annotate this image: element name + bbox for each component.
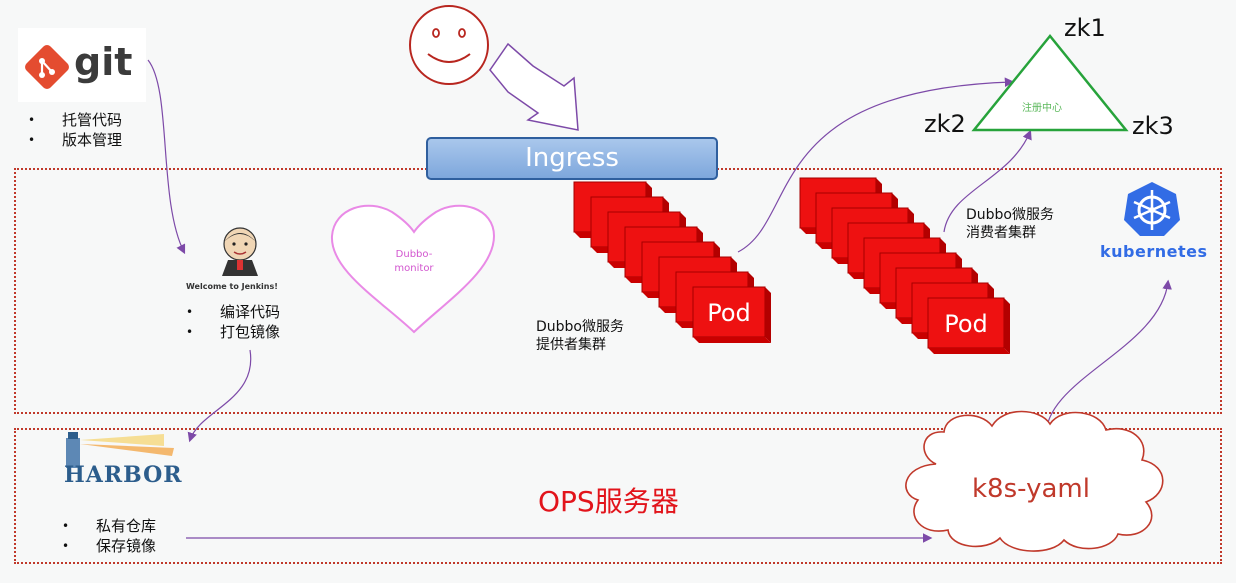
registry-center-label: 注册中心 bbox=[1022, 103, 1062, 114]
k8s-yaml-label: k8s-yaml bbox=[972, 474, 1090, 504]
kubernetes-logo: kubernetes bbox=[1096, 178, 1208, 268]
pod-card: Pod bbox=[927, 297, 1010, 354]
kubernetes-helm-icon bbox=[1124, 182, 1180, 236]
arrow-git-to-jenkins bbox=[147, 59, 186, 255]
harbor-logo-text: HARBOR bbox=[64, 462, 183, 488]
consumer-cluster-label: Dubbo微服务 消费者集群 bbox=[966, 206, 1054, 242]
list-item: 打包镜像 bbox=[186, 322, 280, 342]
consumer-pod-stack: Pod bbox=[799, 177, 1010, 354]
arrow-yaml-to-kubernetes bbox=[1045, 279, 1172, 441]
harbor-lighthouse-icon bbox=[66, 432, 174, 468]
jenkins-bullets: 编译代码 打包镜像 bbox=[186, 302, 280, 342]
ingress-box: Ingress bbox=[426, 137, 718, 180]
list-item: 私有仓库 bbox=[62, 516, 156, 536]
dubbo-monitor-label: Dubbo- monitor bbox=[382, 248, 446, 276]
git-bullets: 托管代码 版本管理 bbox=[28, 110, 122, 150]
dubbo-monitor-line2: monitor bbox=[394, 263, 434, 274]
pod-label: Pod bbox=[707, 299, 751, 327]
list-item: 版本管理 bbox=[28, 130, 122, 150]
consumer-label-line1: Dubbo微服务 bbox=[966, 207, 1054, 223]
arrow-provider-to-registry bbox=[737, 77, 1015, 253]
git-logo: git bbox=[18, 28, 146, 102]
zk1-label: zk1 bbox=[1064, 14, 1106, 42]
kubernetes-logo-text: kubernetes bbox=[1100, 242, 1208, 261]
ops-server-title: OPS服务器 bbox=[538, 485, 679, 518]
provider-label-line2: 提供者集群 bbox=[536, 337, 606, 353]
pod-label: Pod bbox=[944, 310, 988, 338]
git-branch-icon bbox=[39, 58, 55, 78]
zk2-label: zk2 bbox=[924, 110, 966, 138]
provider-label-line1: Dubbo微服务 bbox=[536, 319, 624, 335]
provider-pod-stack: Pod bbox=[573, 181, 771, 343]
registry-triangle bbox=[971, 34, 1129, 132]
dubbo-monitor-line1: Dubbo- bbox=[395, 249, 433, 260]
harbor-bullets: 私有仓库 保存镜像 bbox=[62, 516, 156, 556]
zk3-label: zk3 bbox=[1132, 112, 1174, 140]
jenkins-caption: Welcome to Jenkins! bbox=[186, 282, 278, 291]
consumer-label-line2: 消费者集群 bbox=[966, 225, 1036, 241]
jenkins-icon bbox=[222, 227, 258, 276]
list-item: 托管代码 bbox=[28, 110, 122, 130]
k8s-yaml-cloud bbox=[905, 410, 1164, 552]
list-item: 保存镜像 bbox=[62, 536, 156, 556]
arrow-consumer-to-registry bbox=[943, 129, 1032, 233]
dubbo-monitor-heart bbox=[330, 204, 496, 334]
list-item: 编译代码 bbox=[186, 302, 280, 322]
ops-server-region bbox=[14, 428, 1222, 564]
user-smiley-icon bbox=[409, 5, 489, 85]
harbor-logo: HARBOR bbox=[54, 430, 184, 500]
pod-card: Pod bbox=[692, 286, 771, 343]
user-to-ingress-arrow bbox=[489, 42, 579, 131]
provider-cluster-label: Dubbo微服务 提供者集群 bbox=[536, 318, 624, 354]
git-logo-text: git bbox=[74, 40, 133, 84]
arrow-jenkins-to-harbor bbox=[187, 349, 252, 443]
